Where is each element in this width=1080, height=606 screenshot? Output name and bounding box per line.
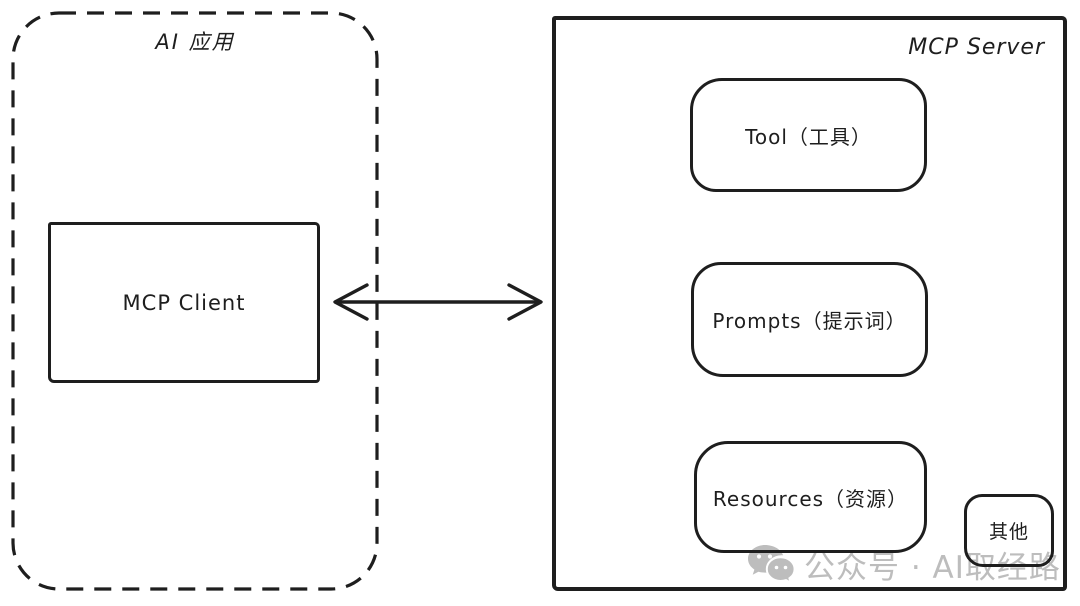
watermark-text: 公众号 · AI取经路 xyxy=(804,550,1061,586)
tool-label: Tool（工具） xyxy=(745,124,872,149)
mcp-server-node: MCP Server Tool（工具） Prompts（提示词） Resourc… xyxy=(552,16,1067,591)
resources-label: Resources（资源） xyxy=(712,486,909,511)
other-node: 其他 xyxy=(964,494,1054,567)
mcp-server-label: MCP Server xyxy=(908,35,1045,60)
ai-app-label: AI 应用 xyxy=(155,30,235,54)
prompts-label: Prompts（提示词） xyxy=(712,309,907,333)
mcp-client-label: MCP Client xyxy=(122,290,246,315)
other-label: 其他 xyxy=(988,521,1029,543)
watermark: 公众号 · AI取经路 xyxy=(746,542,1061,587)
bidirectional-arrow xyxy=(333,283,543,321)
mcp-client-node: MCP Client xyxy=(48,222,320,383)
prompts-node: Prompts（提示词） xyxy=(691,262,928,377)
tool-node: Tool（工具） xyxy=(690,78,927,192)
resources-node: Resources（资源） xyxy=(694,441,927,553)
